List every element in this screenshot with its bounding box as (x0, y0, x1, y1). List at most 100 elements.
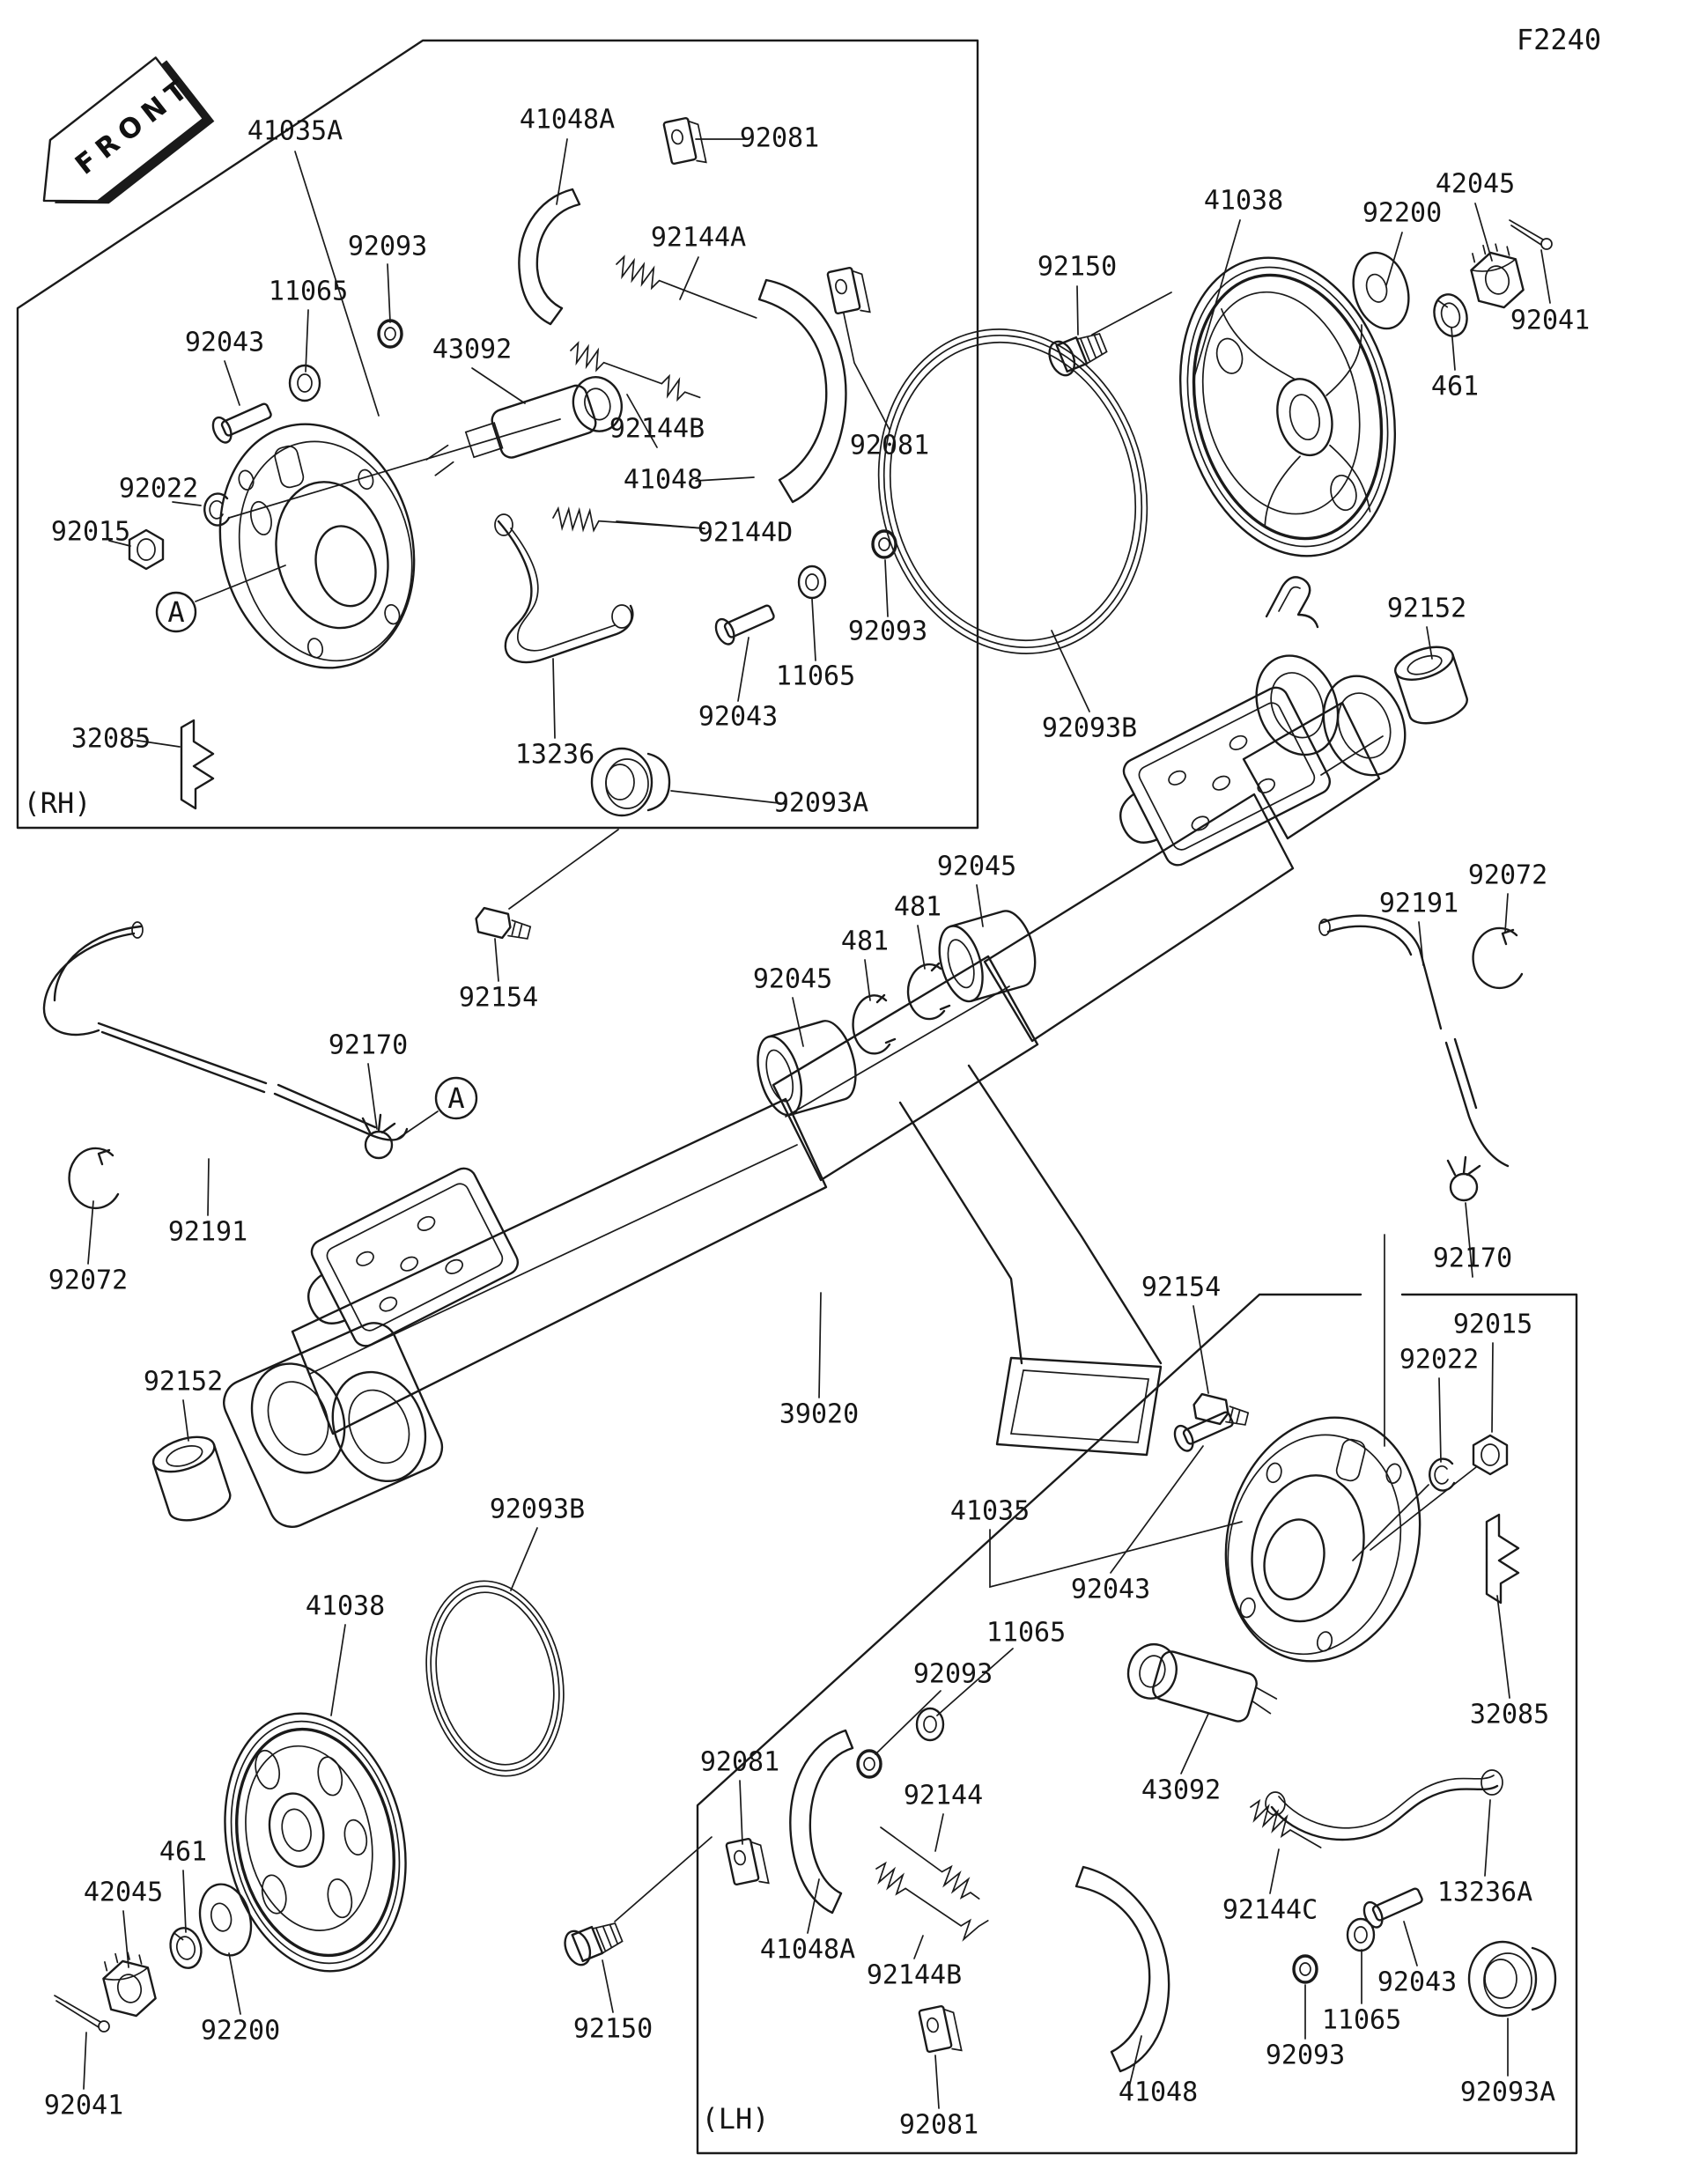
part-label-92043: 92043 (1377, 1967, 1457, 1998)
part-label-92015: 92015 (1453, 1310, 1532, 1340)
lh-grommet-92093-right (1292, 1954, 1318, 1984)
part-label-11065: 11065 (1322, 2005, 1401, 2036)
right-cotter-pin-92041 (1509, 219, 1553, 250)
part-label-92152: 92152 (144, 1367, 223, 1398)
lh-clip-92081-b (918, 2004, 963, 2054)
part-label-92081: 92081 (899, 2110, 978, 2141)
rh-inset-box (16, 39, 979, 830)
left-cotter-pin-92041 (54, 1995, 110, 2033)
part-label-92022: 92022 (119, 474, 198, 505)
lh-clip-32085 (1485, 1513, 1520, 1605)
lh-pin-92043-upper (1173, 1411, 1234, 1452)
part-label-41048A: 41048A (760, 1935, 855, 1966)
part-label-92191: 92191 (1379, 889, 1458, 919)
part-label-32085: 32085 (71, 724, 151, 755)
rh-washer-11065-b (797, 564, 827, 600)
part-label-92093B: 92093B (1042, 713, 1137, 744)
part-label-92144A: 92144A (651, 223, 746, 254)
part-label-92093: 92093 (848, 616, 927, 647)
part-label-32085: 32085 (1470, 1700, 1549, 1730)
rh-clip-32085 (180, 719, 215, 810)
part-label-92081: 92081 (850, 431, 929, 461)
part-label-92144D: 92144D (698, 518, 793, 549)
lh-spring-92144C (1250, 1798, 1322, 1848)
part-label-481: 481 (894, 892, 941, 923)
spacer-92152-left (151, 1435, 232, 1522)
breather-hose-92191-left (42, 921, 409, 1141)
part-label-92144C: 92144C (1222, 1895, 1318, 1926)
lh-inset-label: (LH) (701, 2102, 769, 2136)
part-label-41048: 41048 (624, 465, 703, 496)
part-label-11065: 11065 (986, 1618, 1066, 1649)
right-bolt-92150 (1048, 332, 1108, 377)
lh-seal-92093A (1467, 1940, 1557, 2018)
leader-lines (83, 138, 1551, 2109)
lh-spring-92144 (880, 1826, 980, 1900)
right-oring-92093B (877, 328, 1148, 654)
rh-inset-label: (RH) (23, 786, 91, 820)
rh-spring-92144D (552, 505, 705, 533)
part-label-92041: 92041 (1510, 306, 1590, 336)
left-bolt-92150 (564, 1922, 624, 1966)
part-label-13236: 13236 (515, 740, 594, 771)
hose-clamp-92170-left (361, 1113, 396, 1160)
lh-parking-lever-13236A (1265, 1769, 1503, 1841)
snap-ring-481-left (852, 993, 897, 1055)
lh-clip-92081-a (725, 1837, 770, 1886)
left-castle-nut-42045 (102, 1952, 157, 2018)
part-label-92015: 92015 (51, 517, 130, 548)
rh-brake-shoe-41048 (757, 278, 847, 504)
part-label-92200: 92200 (1362, 198, 1442, 229)
part-label-481: 481 (841, 926, 889, 957)
lh-pin-92043-right (1362, 1887, 1423, 1929)
part-label-92043: 92043 (698, 702, 778, 733)
reference-marker-a-rh: A (155, 564, 286, 633)
part-label-92093: 92093 (348, 232, 427, 262)
rh-wheel-cylinder (425, 376, 623, 476)
right-castle-nut-42045 (1470, 243, 1525, 309)
rh-spring-92144B (570, 341, 701, 402)
part-label-92081: 92081 (700, 1747, 779, 1778)
part-label-41038: 41038 (306, 1591, 385, 1622)
part-label-39020: 39020 (779, 1399, 859, 1430)
part-label-43092: 43092 (1141, 1775, 1221, 1806)
rh-pin-92043 (211, 402, 272, 444)
bearing-92045-right (938, 910, 1037, 1003)
rh-cwasher-92022 (203, 492, 231, 527)
right-washer-461 (1433, 293, 1468, 337)
axle-housing-39020 (223, 576, 1407, 1528)
part-label-92093B: 92093B (490, 1494, 585, 1525)
reference-marker-a-left-label: A (447, 1081, 464, 1115)
rh-seal-92093A (590, 747, 671, 817)
right-washer-92200 (1352, 251, 1410, 330)
front-arrow: FRONT (42, 56, 215, 204)
lh-washer-11065-right (1346, 1917, 1376, 1952)
breather-hose-92191-right (1318, 914, 1510, 1168)
part-label-92191: 92191 (168, 1217, 247, 1248)
left-oring-92093B (425, 1580, 565, 1777)
right-drum-41038 (1178, 256, 1397, 557)
part-label-92154: 92154 (1141, 1273, 1221, 1303)
part-label-42045: 42045 (84, 1878, 163, 1908)
rh-spring-92144A (616, 255, 757, 319)
lh-washer-11065-upper (915, 1707, 945, 1742)
rh-nut-92015 (128, 528, 165, 571)
part-label-92093A: 92093A (773, 788, 868, 819)
figure-code: F2240 (1517, 23, 1601, 56)
part-label-42045: 42045 (1436, 169, 1515, 200)
spacer-92152-right (1394, 646, 1468, 725)
part-label-92093A: 92093A (1460, 2077, 1555, 2108)
lh-wheel-cylinder-43092 (1126, 1642, 1278, 1723)
lh-brake-shoe-41048 (1074, 1865, 1170, 2073)
bolt-92154-left (475, 906, 532, 940)
rh-parking-lever-13236 (494, 513, 634, 664)
part-label-92144: 92144 (904, 1781, 983, 1811)
rh-clip-92081-b (826, 266, 871, 315)
part-label-92144B: 92144B (867, 1960, 962, 1991)
lh-inset-box (696, 1293, 1578, 2155)
left-washer-92200 (198, 1883, 253, 1957)
bearing-92045-left (757, 1020, 857, 1117)
lh-brake-shoe-41048A (789, 1729, 854, 1915)
